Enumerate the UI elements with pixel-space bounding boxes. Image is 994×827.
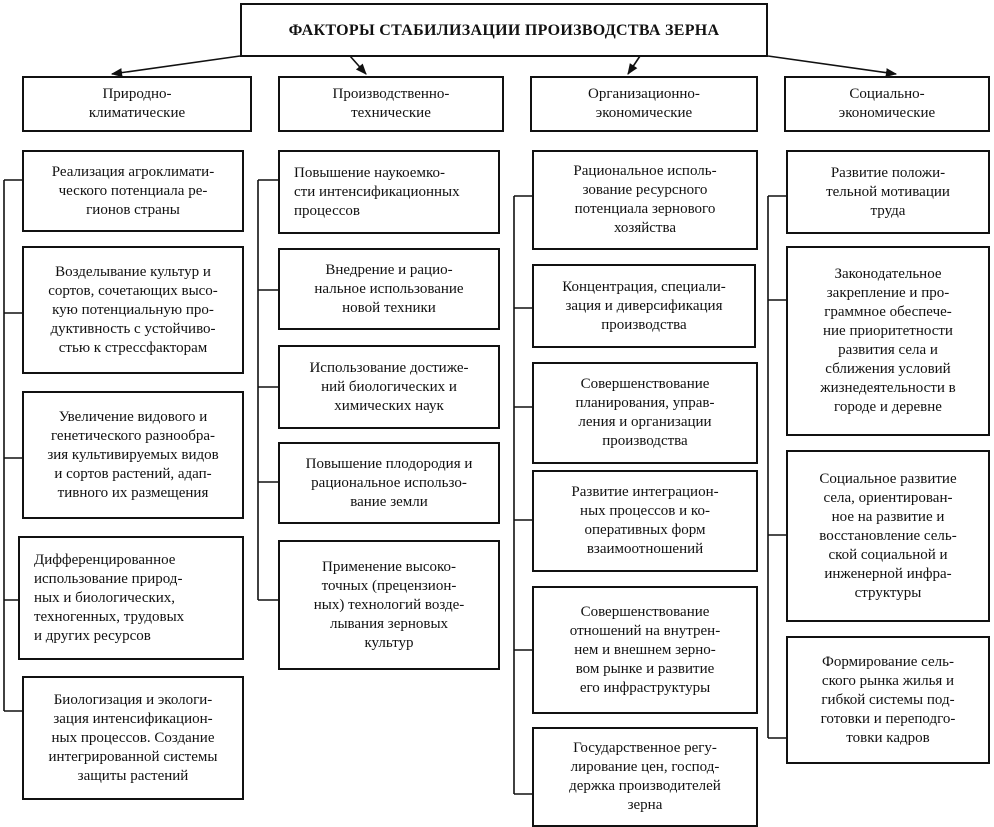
factor-box-1-5: Биологизация и экологи- зация интенсифик… — [22, 676, 244, 800]
diagram-title: ФАКТОРЫ СТАБИЛИЗАЦИИ ПРОИЗВОДСТВА ЗЕРНА — [240, 3, 768, 57]
column-3-bracket — [513, 195, 532, 795]
factor-box-4-4: Формирование сель- ского рынка жилья и г… — [786, 636, 990, 764]
factor-box-1-1: Реализация агроклимати- ческого потенциа… — [22, 150, 244, 232]
column-2-bracket — [257, 179, 278, 601]
factor-box-2-5: Применение высоко- точных (прецензион- н… — [278, 540, 500, 670]
factor-box-2-4: Повышение плодородия и рациональное испо… — [278, 442, 500, 524]
column-header-2: Производственно- технические — [278, 76, 504, 132]
column-header-4: Социально- экономические — [784, 76, 990, 132]
factor-box-3-4: Развитие интеграцион- ных процессов и ко… — [532, 470, 758, 572]
factor-box-1-2: Возделывание культур и сортов, сочетающи… — [22, 246, 244, 374]
factor-box-1-4: Дифференцированное использование природ-… — [18, 536, 244, 660]
factor-box-3-2: Концентрация, специали- зация и диверсиф… — [532, 264, 756, 348]
factor-box-4-3: Социальное развитие села, ориентирован- … — [786, 450, 990, 622]
factor-box-2-3: Использование достиже- ний биологических… — [278, 345, 500, 429]
column-4-bracket — [767, 195, 786, 739]
factor-box-1-3: Увеличение видового и генетического разн… — [22, 391, 244, 519]
factor-box-3-3: Совершенствование планирования, управ- л… — [532, 362, 758, 464]
factor-box-2-2: Внедрение и рацио- нальное использование… — [278, 248, 500, 330]
factor-box-4-2: Законодательное закрепление и про- грамм… — [786, 246, 990, 436]
arrow-title-to-header-3 — [627, 55, 641, 75]
factor-box-4-1: Развитие положи- тельной мотивации труда — [786, 150, 990, 234]
factor-box-2-1: Повышение наукоемко- сти интенсификацион… — [278, 150, 500, 234]
factor-box-3-5: Совершенствование отношений на внутрен- … — [532, 586, 758, 714]
column-header-1: Природно- климатические — [22, 76, 252, 132]
factor-box-3-6: Государственное регу- лирование цен, гос… — [532, 727, 758, 827]
arrow-title-to-header-1 — [110, 55, 241, 78]
column-header-3: Организационно- экономические — [530, 76, 758, 132]
arrow-title-to-header-2 — [349, 55, 367, 75]
arrow-title-to-header-4 — [767, 55, 898, 78]
factor-box-3-1: Рациональное исполь- зование ресурсного … — [532, 150, 758, 250]
